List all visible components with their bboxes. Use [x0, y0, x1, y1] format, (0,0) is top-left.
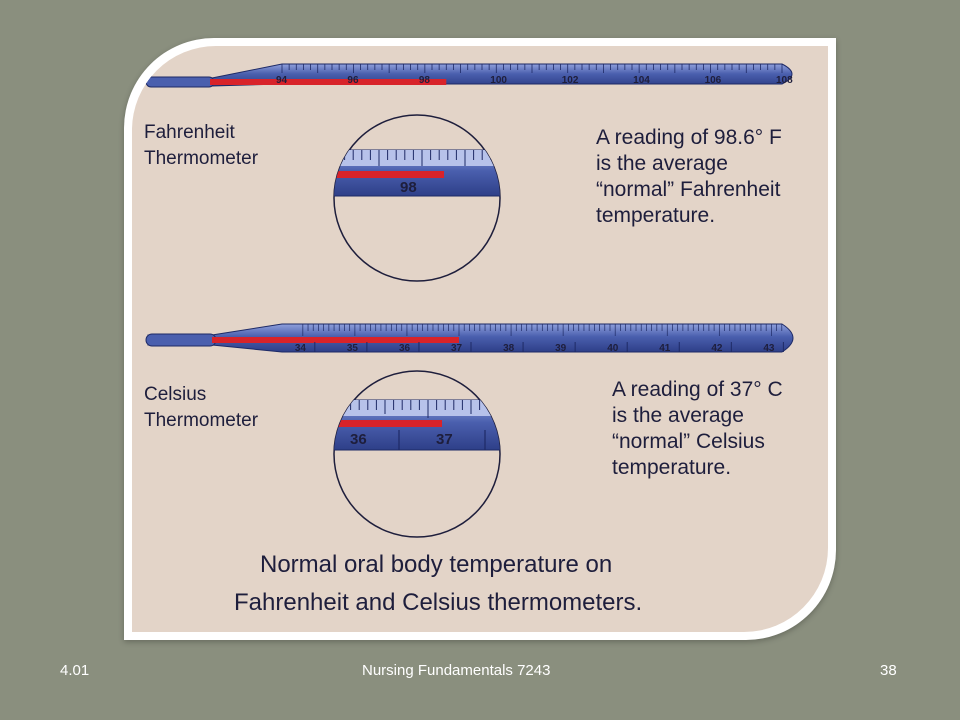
celsius-label: Celsius	[144, 384, 206, 405]
celsius-note-line4: temperature.	[612, 456, 731, 479]
fahrenheit-note: A reading of 98.6° F is the average “nor…	[596, 126, 782, 227]
fahrenheit-tick-label: 96	[347, 75, 359, 86]
fahrenheit-bulb	[145, 76, 215, 88]
fahrenheit-note-line1: A reading of 98.6° F	[596, 126, 782, 149]
footer-center: Nursing Fundamentals 7243	[362, 662, 551, 679]
celsius-tick-label: 36	[399, 343, 411, 354]
fahrenheit-mercury	[210, 79, 447, 85]
celsius-tick-label: 37	[451, 343, 463, 354]
fahrenheit-tick-label: 100	[490, 75, 507, 86]
celsius-thermometer: 34 35 36 37 38 39 40 41 42 43	[145, 323, 794, 354]
celsius-tick-label: 38	[503, 343, 515, 354]
celsius-scale-ticks	[302, 324, 783, 336]
fahrenheit-label-line2: Thermometer	[144, 148, 259, 169]
celsius-zoom-mercury	[334, 420, 442, 427]
fahrenheit-zoom-label-100: 100	[510, 179, 535, 196]
fahrenheit-zoom-label-98: 98	[400, 179, 417, 196]
celsius-tick-label: 42	[711, 343, 723, 354]
slide-card: 94 96 98 100 102 104 106 108 98 100 Fahrenheit …	[124, 38, 836, 640]
fahrenheit-magnifier: 98 100	[333, 114, 535, 282]
celsius-tick-label: 35	[347, 343, 359, 354]
fahrenheit-note-line4: temperature.	[596, 204, 715, 227]
celsius-label-line2: Thermometer	[144, 410, 259, 431]
celsius-tick-label: 34	[295, 343, 307, 354]
fahrenheit-label-line1: Fahrenheit	[144, 122, 236, 143]
thermometer-illustration: 94 96 98 100 102 104 106 108 98 100 Fahrenheit …	[144, 63, 794, 616]
celsius-scale-labels: 34 35 36 37 38 39 40 41 42 43	[295, 342, 784, 354]
celsius-zoom-label-37: 37	[436, 431, 453, 448]
illustration-panel: 94 96 98 100 102 104 106 108 98 100 Fahrenheit …	[132, 46, 828, 632]
celsius-label-line1: Celsius	[144, 384, 206, 405]
celsius-tick-label: 41	[659, 343, 671, 354]
caption-line1: Normal oral body temperature on	[260, 551, 612, 578]
celsius-note: A reading of 37° C is the average “norma…	[612, 378, 783, 479]
celsius-zoom-label-36: 36	[350, 431, 367, 448]
footer-left: 4.01	[60, 662, 90, 679]
celsius-label-2: Thermometer	[144, 410, 259, 431]
fahrenheit-note-line3: “normal” Fahrenheit	[596, 178, 781, 201]
fahrenheit-label-2: Thermometer	[144, 148, 259, 169]
celsius-bulb	[145, 333, 217, 347]
celsius-tick-label: 43	[763, 343, 775, 354]
fahrenheit-tick-label: 108	[776, 75, 793, 86]
celsius-zoom-label-38: 38	[522, 431, 539, 448]
celsius-note-line2: is the average	[612, 404, 744, 427]
footer-page-number: 38	[880, 662, 897, 679]
fahrenheit-tick-label: 98	[419, 75, 431, 86]
fahrenheit-thermometer: 94 96 98 100 102 104 106 108	[145, 63, 793, 88]
celsius-note-line3: “normal” Celsius	[612, 430, 765, 453]
celsius-note-line1: A reading of 37° C	[612, 378, 783, 401]
celsius-tick-label: 39	[555, 343, 567, 354]
celsius-mercury	[212, 337, 460, 343]
fahrenheit-scale-labels: 94 96 98 100 102 104 106 108	[276, 75, 793, 86]
fahrenheit-tick-label: 102	[562, 75, 579, 86]
fahrenheit-note-line2: is the average	[596, 152, 728, 175]
caption-line2: Fahrenheit and Celsius thermometers.	[234, 589, 642, 616]
fahrenheit-tick-label: 104	[633, 75, 650, 86]
fahrenheit-zoom-mercury	[334, 171, 444, 178]
fahrenheit-tick-label: 106	[705, 75, 722, 86]
fahrenheit-label: Fahrenheit	[144, 122, 236, 143]
fahrenheit-scale-ticks	[281, 64, 783, 73]
celsius-magnifier: 36 37 38	[333, 370, 539, 538]
fahrenheit-tick-label: 94	[276, 75, 288, 86]
celsius-tick-label: 40	[607, 343, 619, 354]
